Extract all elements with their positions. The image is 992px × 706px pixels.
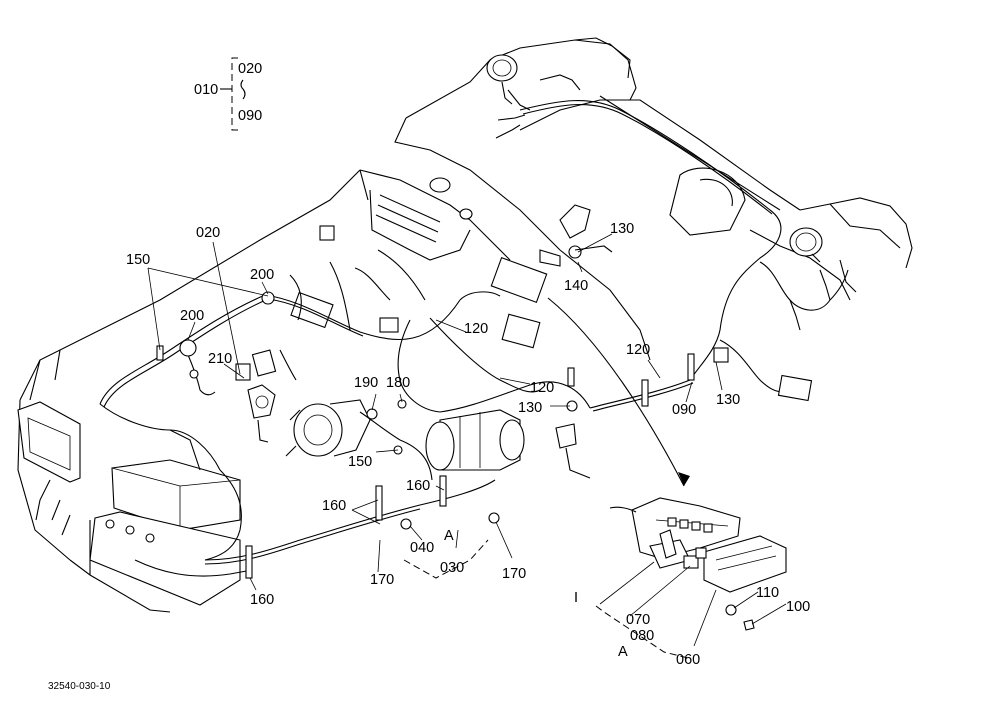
label-040: 040 (410, 540, 434, 556)
work-light-left-icon (486, 54, 518, 105)
label-a-detail: A (618, 644, 628, 660)
part-labels: 010 020 090 020 150 200 200 210 130 140 … (48, 61, 810, 692)
label-090: 090 (672, 402, 696, 418)
label-080: 080 (630, 628, 654, 644)
label-070: 070 (626, 612, 650, 628)
starter-motor-icon (425, 409, 525, 471)
dashboard-outline (359, 169, 548, 349)
label-a-main: A (444, 528, 454, 544)
label-090-range-end: 090 (238, 108, 262, 124)
battery-icon (89, 459, 241, 606)
label-150-top: 150 (126, 252, 150, 268)
label-180: 180 (386, 375, 410, 391)
label-170-left: 170 (370, 572, 394, 588)
label-020: 020 (196, 225, 220, 241)
headlight-icon (17, 401, 81, 483)
alternator-icon (285, 399, 371, 457)
label-i: I (574, 590, 578, 606)
label-100: 100 (786, 599, 810, 615)
label-020-range-start: 020 (238, 61, 262, 77)
label-010: 010 (194, 82, 218, 98)
range-bracket (220, 57, 246, 131)
fender-outline (394, 37, 913, 361)
detail-boundary (403, 539, 689, 659)
rear-harness (495, 74, 857, 402)
diagram-reference-code: 32540-030-10 (48, 681, 111, 692)
label-160-center: 160 (406, 478, 430, 494)
label-170-right: 170 (502, 566, 526, 582)
leader-lines (147, 233, 787, 647)
fuel-sensor-icon (555, 423, 591, 479)
label-210: 210 (208, 351, 232, 367)
label-120-mid: 120 (530, 380, 554, 396)
label-120-right: 120 (626, 342, 650, 358)
label-190: 190 (354, 375, 378, 391)
label-130-top: 130 (610, 221, 634, 237)
main-wiring-harness (99, 249, 694, 577)
label-140: 140 (564, 278, 588, 294)
label-200-top: 200 (250, 267, 274, 283)
detail-arrow (547, 297, 690, 487)
label-030: 030 (440, 560, 464, 576)
label-200-left: 200 (180, 308, 204, 324)
label-130-mid: 130 (518, 400, 542, 416)
label-130-right: 130 (716, 392, 740, 408)
label-160-bottom: 160 (250, 592, 274, 608)
label-110: 110 (756, 585, 779, 601)
hood-outline (17, 169, 369, 613)
label-120-center: 120 (464, 321, 488, 337)
label-150-bottom: 150 (348, 454, 372, 470)
engine-bracket (247, 384, 276, 443)
label-160-left: 160 (322, 498, 346, 514)
connector-detail (609, 497, 787, 631)
work-light-right-icon (789, 227, 823, 263)
label-060: 060 (676, 652, 700, 668)
